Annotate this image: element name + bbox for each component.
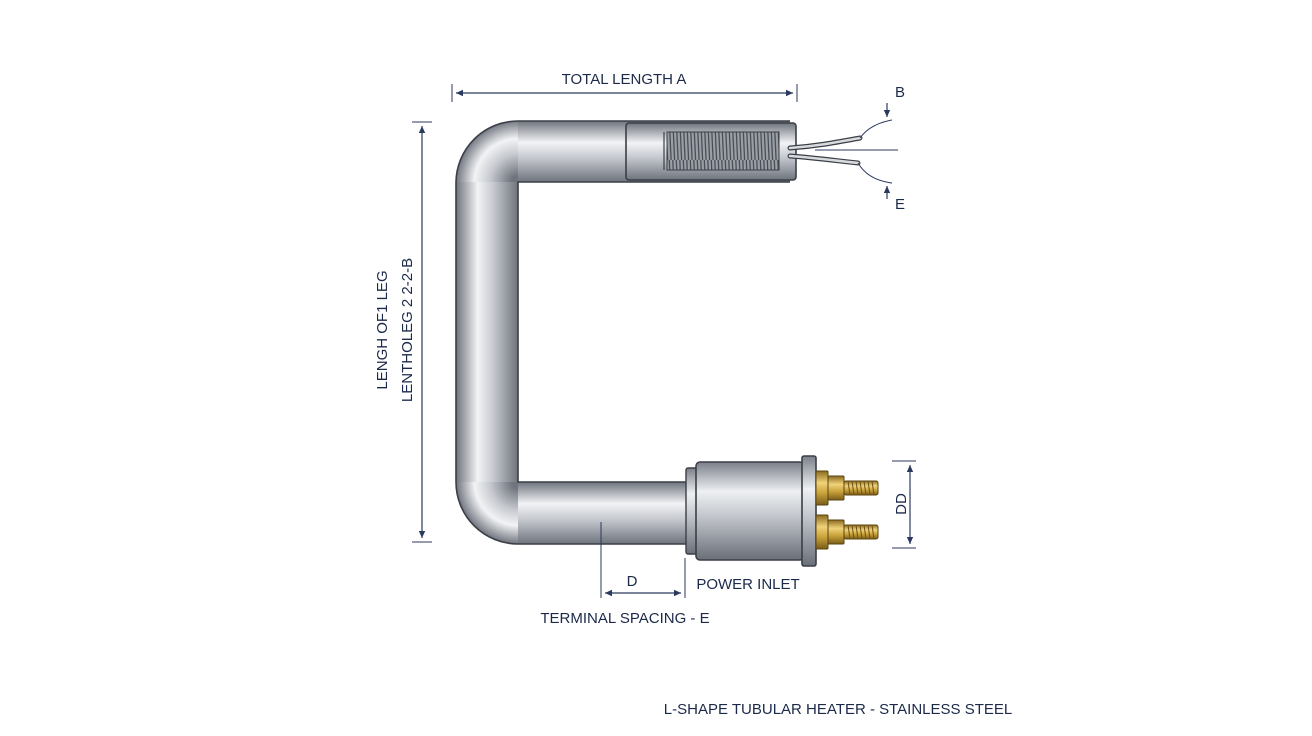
label-leg-length-1: LENGH OF1 LEG	[374, 270, 391, 389]
bottom-leg	[518, 482, 696, 544]
top-bend	[456, 120, 518, 182]
lead-wires	[787, 135, 863, 166]
label-leg-length-2: LENTHOLEG 2 2-2-B	[399, 258, 416, 402]
diagram-caption: L-SHAPE TUBULAR HEATER - STAINLESS STEEL	[664, 701, 1012, 718]
dimension-d	[600, 522, 686, 598]
label-e: E	[895, 196, 905, 213]
dimension-dd	[892, 460, 916, 549]
tube-outline	[455, 120, 790, 545]
label-d: D	[627, 573, 638, 590]
label-b: B	[895, 84, 905, 101]
label-terminal-spacing: TERMINAL SPACING - E	[540, 610, 709, 627]
terminal-stud-lower	[815, 514, 879, 550]
dimension-b-e	[815, 103, 898, 199]
vertical-leg	[456, 182, 518, 482]
label-dd: DD	[893, 493, 910, 515]
bottom-bend	[456, 482, 518, 544]
top-sheath	[625, 122, 797, 181]
label-total-length: TOTAL LENGTH A	[562, 71, 687, 88]
power-inlet-housing	[685, 455, 817, 567]
label-power-inlet: POWER INLET	[696, 576, 799, 593]
terminal-stud-upper	[815, 470, 879, 506]
dimension-total-length	[451, 84, 798, 102]
heating-coil	[666, 131, 780, 171]
dimension-leg-length	[412, 121, 432, 543]
